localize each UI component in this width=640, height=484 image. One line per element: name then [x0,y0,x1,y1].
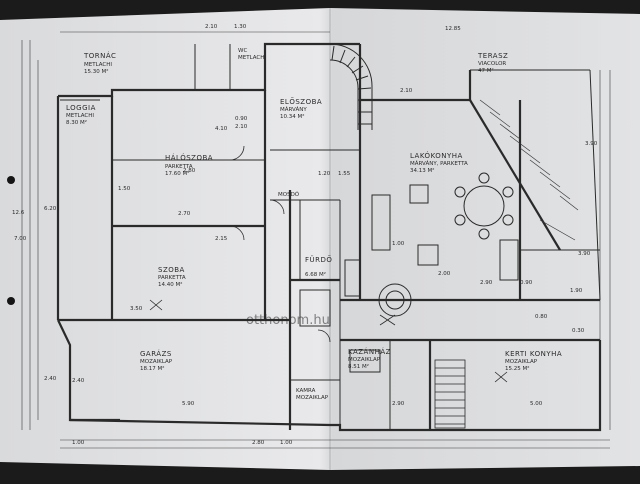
dim-label: 0.90 [235,116,248,122]
dim-label: 0.30 [572,328,585,334]
dim-label: 7.00 [14,236,27,242]
paper-sheet [0,8,640,470]
dim-label: 1.55 [338,171,351,177]
room-area-kazan: 8.51 M² [348,363,369,370]
dim-label: 12.85 [445,26,461,32]
dim-label: 5.00 [530,401,543,407]
room-floor-szoba: PARKETTA [158,275,186,281]
room-name-terasz: TERASZ [477,52,508,60]
room-floor-kazan: MOZAIKLAP [348,357,381,363]
room-floor-terasz: VIACOLOR [478,61,506,67]
room-area-loggia: 8.30 M² [66,119,87,126]
dim-label: 2.15 [215,236,228,242]
room-area-eloszoba: 10.34 M² [280,113,304,120]
punch-hole [7,176,15,184]
room-name-garazs: GARÁZS [140,349,172,358]
room-floor-kamra: MOZAIKLAP [296,395,329,401]
room-floor-kerti: MOZAIKLAP [505,359,538,365]
dim-label: 1.90 [570,288,583,294]
dim-label: 2.10 [235,124,248,130]
thin-walls [60,44,601,430]
dim-label: 2.40 [44,376,57,382]
room-area-furdo: 6.68 M² [305,271,326,278]
room-name-wc: WC [238,48,247,54]
room-floor-eloszoba: MÁRVÁNY [280,106,307,113]
room-area-tornac: 15.30 M² [84,68,108,75]
dim-label: 3.50 [130,306,143,312]
dim-label: 2.80 [252,440,265,446]
dim-label: 2.10 [400,88,413,94]
room-name-eloszoba: ELŐSZOBA [280,97,322,106]
dim-label: 2.00 [438,271,451,277]
dim-label: 1.00 [280,440,293,446]
room-name-kamra: KAMRA [296,388,316,394]
dim-label: 3.90 [578,251,591,257]
room-area-nappali: 34.13 M² [410,167,434,174]
room-floor-tornac: METLACHI [84,62,112,68]
dimension-labels: 1.30 2.10 12.6 6.20 2.70 2.80 1.50 2.15 … [12,24,598,446]
terrace-hatching [479,99,579,241]
dim-label: 2.90 [480,280,493,286]
room-area-terasz: 47 M² [478,67,494,74]
dim-label: 4.10 [215,126,228,132]
dim-label: 2.80 [183,168,196,174]
dim-label: 1.00 [392,241,405,247]
dim-label: 0.80 [535,314,548,320]
dim-label: 2.90 [392,401,405,407]
room-area-kerti: 15.25 M² [505,365,529,372]
dim-label: 6.20 [44,206,57,212]
watermark: otthonom.hu [246,313,330,328]
dim-label: 3.90 [585,141,598,147]
room-floor-loggia: METLACHI [66,113,94,119]
dim-label: 1.20 [318,171,331,177]
punch-hole [7,297,15,305]
dim-label: 2.10 [205,24,218,30]
spiral-staircase [329,43,373,130]
room-floor-garazs: MOZAIKLAP [140,359,173,365]
room-name-mosdo: MOSDÓ [278,191,300,198]
dining-table [454,172,514,240]
room-area-halo: 17.60 M² [165,170,189,177]
room-name-tornac: TORNÁC [83,51,116,60]
room-name-nappali: LAKÓKONYHA [410,151,463,160]
dim-label: 1.30 [234,24,247,30]
room-name-szoba: SZOBA [158,266,185,274]
furniture [299,184,519,373]
room-floor-halo: PARKETTA [165,164,193,170]
room-name-kazan: KAZÁNHÁZ [348,347,391,356]
room-name-halo: HÁLÓSZOBA [165,153,213,162]
dim-label: 2.70 [178,211,191,217]
room-floor-nappali: MÁRVÁNY, PARKETTA [410,160,468,167]
straight-staircase [434,359,466,429]
room-area-garazs: 18.17 M² [140,365,164,372]
dim-label: 12.6 [12,210,25,216]
door-marks [149,145,508,383]
dim-label: 2.40 [72,378,85,384]
dim-label: 1.50 [118,186,131,192]
room-name-metlachi: METLACHI [238,55,266,61]
room-area-szoba: 14.40 M² [158,281,182,288]
room-name-loggia: LOGGIA [66,104,96,112]
dim-label: 1.00 [72,440,85,446]
dimension-lines [21,31,611,449]
dim-label: 0.90 [520,280,533,286]
room-name-furdo: FÜRDŐ [305,255,332,264]
dim-label: 5.90 [182,401,195,407]
walls [56,42,602,432]
room-name-kerti: KERTI KONYHA [505,350,562,358]
room-labels: TORNÁC METLACHI 15.30 M² LOGGIA METLACHI… [66,48,562,401]
